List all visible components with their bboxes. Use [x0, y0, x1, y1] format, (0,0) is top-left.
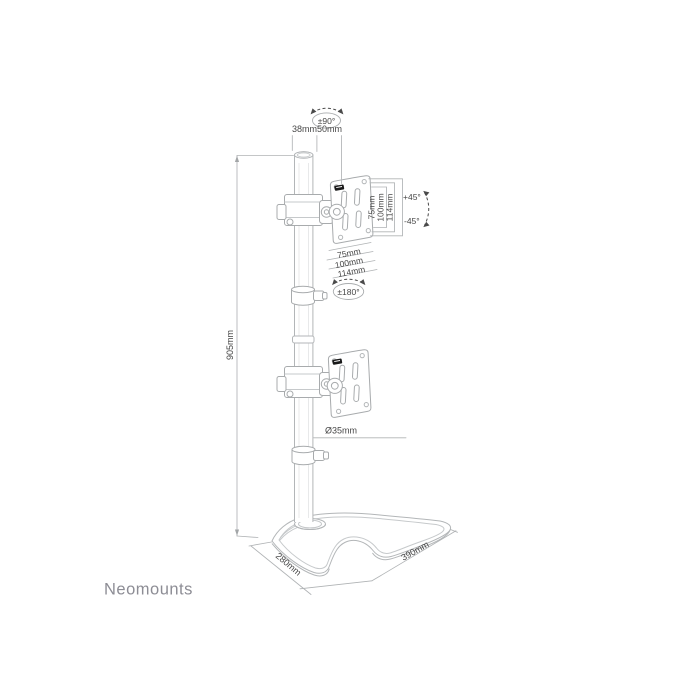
upper-monitor-clamp [276, 194, 334, 226]
vesa-hole [359, 353, 365, 359]
base-inner-contour [278, 516, 445, 570]
vesa-slot [338, 364, 346, 383]
swivel-label: ±180° [337, 287, 359, 297]
clamp-bolt [286, 390, 294, 398]
mid-collar-knob [322, 292, 328, 300]
swivel-90-arrow-icon [312, 107, 342, 113]
vesa-hole [336, 408, 342, 414]
vesa-vertical-100-label: 100mm [376, 193, 386, 221]
swivel-90-badge [312, 112, 341, 129]
base-left-wall [271, 543, 330, 577]
vesa-slot [342, 213, 349, 231]
lower-collar-knob [323, 451, 329, 460]
base-front-wall [372, 530, 451, 561]
vesa-hole [361, 179, 367, 185]
angle-badges [312, 112, 365, 300]
rotation-arrow-tips [310, 108, 430, 286]
vesa-slot [340, 190, 348, 209]
height-label: 905mm [225, 330, 235, 360]
pole-diameter-label: Ø35mm [325, 426, 357, 436]
upper-vesa-plate [328, 175, 374, 244]
mid-pole-collar [291, 285, 328, 306]
brand-logo: Neomounts [104, 581, 193, 599]
dimension-lines [236, 135, 458, 595]
vesa-hole [338, 234, 344, 240]
lower-vesa-plate [326, 349, 372, 418]
vesa-hole [363, 402, 369, 408]
dimension-arrowheads [234, 155, 240, 536]
vesa-hole [365, 228, 371, 234]
swivel-180-arrow-icon [333, 278, 364, 284]
clamp-bolt [286, 218, 294, 226]
lower-monitor-clamp [276, 366, 334, 398]
rotation-top-label: ±90° [318, 116, 336, 126]
tilt-45-arrow-icon [424, 192, 430, 226]
pole-top-width-label: 38mm [292, 124, 317, 134]
vesa-slot [355, 210, 362, 228]
pole-top-cap-inner [296, 152, 311, 158]
vesa-slot [353, 188, 361, 206]
adapter-width-label: 50mm [317, 124, 342, 134]
swivel-180-badge [332, 283, 365, 300]
pole-sleeve-band [292, 335, 315, 344]
lower-pole-collar [291, 445, 329, 466]
vesa-slot [351, 362, 359, 380]
vesa-diagonal-75-label: 75mm [336, 246, 361, 260]
vesa-vertical-75-label: 75mm [367, 196, 377, 220]
vesa-slot [353, 384, 360, 402]
lower-collar-clamp-tab [313, 450, 325, 461]
vesa-slot [340, 387, 347, 405]
base-step-line-2 [279, 526, 299, 541]
tilt-down-label: -45° [404, 216, 420, 226]
vesa-vertical-114-label: 114mm [385, 194, 395, 222]
tilt-up-label: +45° [403, 192, 421, 202]
